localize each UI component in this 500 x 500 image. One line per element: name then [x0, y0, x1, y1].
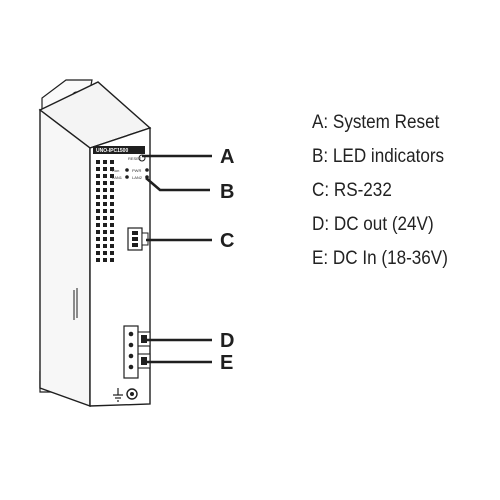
callout-letter-b: B	[220, 181, 234, 203]
callout-letter-e: E	[220, 352, 233, 374]
callout-letter-d: D	[220, 330, 234, 352]
vent-slot	[103, 216, 107, 220]
vent-slot	[103, 244, 107, 248]
vent-slot	[110, 167, 114, 171]
vent-slot	[110, 209, 114, 213]
vent-slot	[96, 188, 100, 192]
legend-item-e: E: DC In (18-36V)	[312, 248, 448, 269]
model-label: UNO-IPC1500	[96, 148, 128, 154]
vent-slot	[103, 230, 107, 234]
vent-slot	[96, 223, 100, 227]
vent-slot	[110, 230, 114, 234]
vent-slot	[110, 181, 114, 185]
vent-slot	[110, 174, 114, 178]
vent-slot	[103, 251, 107, 255]
vent-slot	[103, 223, 107, 227]
callout-leaders	[142, 154, 212, 364]
callout-letter-c: C	[220, 230, 234, 252]
vent-slot	[110, 223, 114, 227]
vent-slot	[96, 230, 100, 234]
vent-slot	[96, 181, 100, 185]
vent-slot	[103, 202, 107, 206]
led-label-lan2: LAN2	[132, 175, 143, 180]
vent-slot	[110, 258, 114, 262]
vent-slot	[96, 258, 100, 262]
callout-line-b	[145, 177, 210, 192]
vent-slot	[110, 237, 114, 241]
vent-slot	[96, 174, 100, 178]
vent-slot	[96, 216, 100, 220]
vent-slot	[103, 181, 107, 185]
vent-slot	[96, 202, 100, 206]
vent-slot	[96, 195, 100, 199]
legend-item-b: B: LED indicators	[312, 146, 445, 167]
vent-slot	[103, 237, 107, 241]
vent-slot	[103, 258, 107, 262]
reset-text: RESET	[128, 156, 142, 161]
vent-slot	[96, 209, 100, 213]
vent-slot	[103, 174, 107, 178]
legend: A: System Reset B: LED indicators C: RS-…	[312, 106, 474, 276]
vent-slot	[110, 188, 114, 192]
led-label-pwr: PWR	[132, 168, 141, 173]
vent-slot	[103, 188, 107, 192]
vent-slot	[96, 237, 100, 241]
vent-slot	[96, 167, 100, 171]
vent-grid	[96, 160, 114, 262]
led-pwr	[125, 175, 129, 179]
ground-icon	[113, 388, 123, 402]
vent-slot	[103, 160, 107, 164]
model-label-plate	[93, 146, 145, 154]
legend-item-a: A: System Reset	[312, 112, 440, 133]
vent-slot	[103, 167, 107, 171]
vent-slot	[103, 209, 107, 213]
led-run	[125, 168, 129, 172]
led-lan1	[145, 168, 149, 172]
legend-item-c: C: RS-232	[312, 180, 392, 201]
vent-slot	[96, 251, 100, 255]
legend-item-d: D: DC out (24V)	[312, 214, 434, 235]
led-indicators: Run PWR LAN1 LAN2	[112, 168, 149, 180]
led-label-lan1: LAN1	[112, 175, 123, 180]
led-label-run: Run	[112, 168, 119, 173]
vent-slot	[96, 160, 100, 164]
device-side	[39, 108, 91, 407]
vent-slot	[96, 244, 100, 248]
callout-letter-a: A	[220, 146, 234, 168]
vent-slot	[110, 251, 114, 255]
rs232-port[interactable]	[127, 227, 149, 251]
vent-slot	[110, 195, 114, 199]
vent-slot	[110, 244, 114, 248]
vent-slot	[110, 160, 114, 164]
terminal-block[interactable]	[123, 325, 151, 379]
vent-slot	[110, 216, 114, 220]
vent-slot	[103, 195, 107, 199]
vent-slot	[110, 202, 114, 206]
